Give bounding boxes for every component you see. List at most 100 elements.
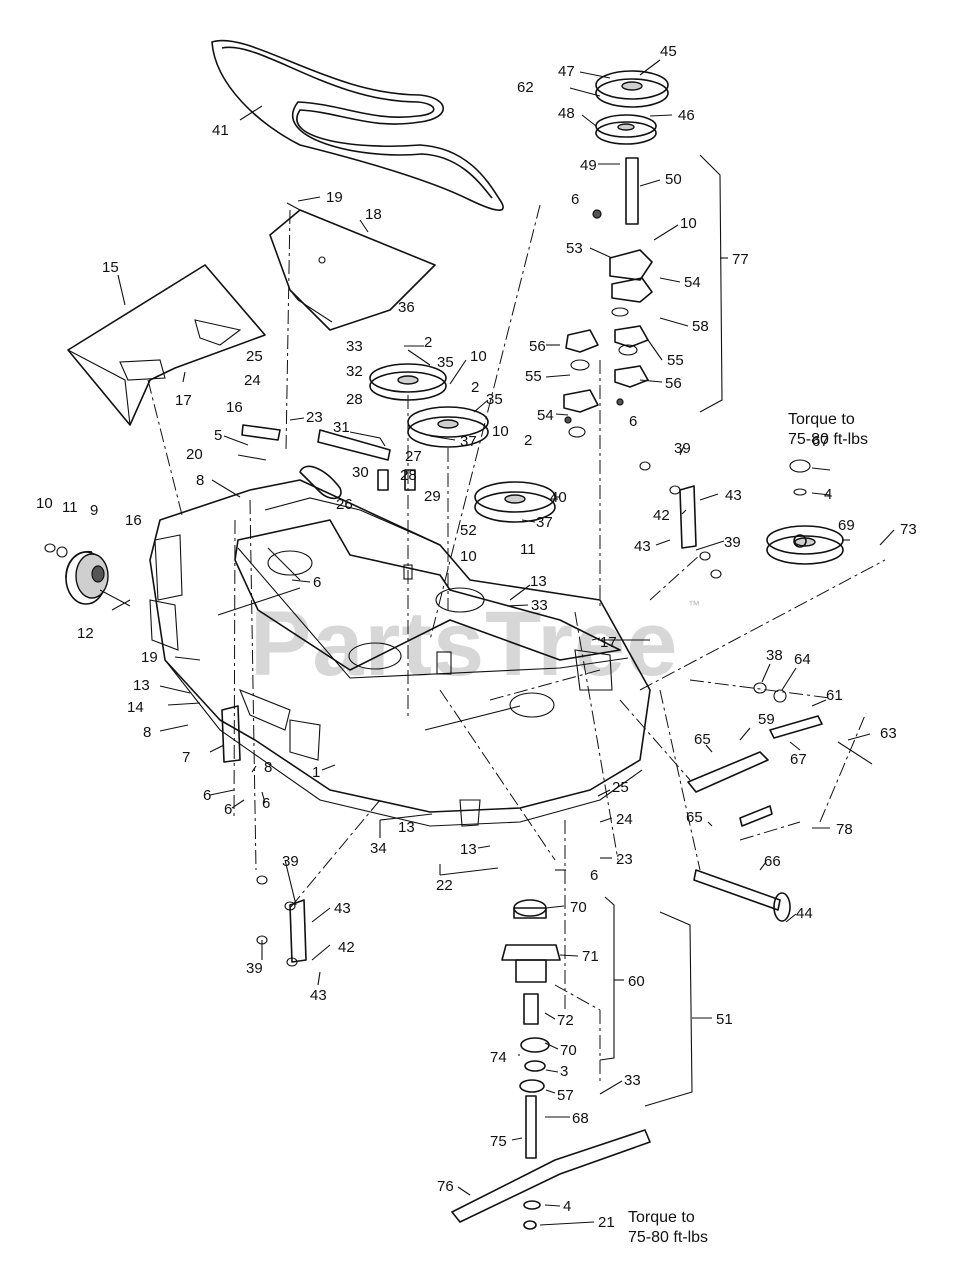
group-brackets xyxy=(599,154,830,1107)
callout: 43 xyxy=(334,900,351,917)
callout: 19 xyxy=(326,189,343,206)
callout: 69 xyxy=(838,517,855,534)
callout: 37 xyxy=(536,514,553,531)
callout: 32 xyxy=(346,363,363,380)
callout: 54 xyxy=(537,407,554,424)
callout: 6 xyxy=(629,413,637,430)
callout: 12 xyxy=(77,625,94,642)
callout: 18 xyxy=(365,206,382,223)
callout: 21 xyxy=(598,1214,615,1231)
callout: 7 xyxy=(182,749,190,766)
callout: 58 xyxy=(692,318,709,335)
brackets xyxy=(221,461,722,967)
callout: 13 xyxy=(460,841,477,858)
callout: 45 xyxy=(660,43,677,60)
callout: 67 xyxy=(812,433,829,450)
callout: 38 xyxy=(766,647,783,664)
callout: 60 xyxy=(628,973,645,990)
mower-deck-housing xyxy=(149,479,651,827)
callout: 2 xyxy=(424,334,432,351)
callout: 43 xyxy=(310,987,327,1004)
callout: 39 xyxy=(246,960,263,977)
callout: 17 xyxy=(600,634,617,651)
torque-note-line: Torque to xyxy=(788,411,855,428)
callout: 28 xyxy=(346,391,363,408)
callout: 55 xyxy=(667,352,684,369)
callout: 13 xyxy=(398,819,415,836)
callout: 13 xyxy=(530,573,547,590)
pulleys xyxy=(369,70,844,565)
callout: 6 xyxy=(313,574,321,591)
callout: 13 xyxy=(133,677,150,694)
callout: 31 xyxy=(333,419,350,436)
callout: 59 xyxy=(758,711,775,728)
callout: 43 xyxy=(725,487,742,504)
callout: 53 xyxy=(566,240,583,257)
torque-note-line: 75-80 ft-lbs xyxy=(628,1229,709,1246)
callout: 4 xyxy=(824,486,832,503)
callout: 30 xyxy=(352,464,369,481)
callout: 33 xyxy=(531,597,548,614)
callout: 24 xyxy=(244,372,261,389)
callout: 51 xyxy=(716,1011,733,1028)
callout: 24 xyxy=(616,811,633,828)
callout: 25 xyxy=(612,779,629,796)
callout: 55 xyxy=(525,368,542,385)
callout: 66 xyxy=(764,853,781,870)
spindle-stack-lower xyxy=(451,899,651,1230)
callout: 49 xyxy=(580,157,597,174)
callout: 63 xyxy=(880,725,897,742)
callout: 11 xyxy=(62,499,78,516)
callout: 41 xyxy=(212,122,229,139)
callout: 76 xyxy=(437,1178,454,1195)
callout: 65 xyxy=(694,731,711,748)
callout: 8 xyxy=(264,759,272,776)
callout: 28 xyxy=(400,467,417,484)
callout: 39 xyxy=(282,853,299,870)
callout-labels: 45 47 62 48 46 49 50 6 10 53 77 54 58 56… xyxy=(36,43,917,1231)
callout: 48 xyxy=(558,105,575,122)
torque-note-line: 75-80 ft-lbs xyxy=(788,431,869,448)
callout: 34 xyxy=(370,840,387,857)
callout: 10 xyxy=(36,495,53,512)
callout: 25 xyxy=(246,348,263,365)
torque-note-lower: Torque to 75-80 ft-lbs xyxy=(628,1208,708,1248)
callout: 33 xyxy=(346,338,363,355)
callout: 16 xyxy=(125,512,142,529)
callout: 77 xyxy=(732,251,749,268)
idler-arm-assembly xyxy=(241,424,416,500)
callout: 22 xyxy=(436,877,453,894)
belt-cover xyxy=(269,196,436,331)
callout: 17 xyxy=(175,392,192,409)
callout: 42 xyxy=(653,507,670,524)
callout: 50 xyxy=(665,171,682,188)
callout: 75 xyxy=(490,1133,507,1150)
callout: 52 xyxy=(460,522,477,539)
callout: 3 xyxy=(560,1063,568,1080)
callout: 8 xyxy=(143,724,151,741)
callout: 62 xyxy=(517,79,534,96)
callout: 1 xyxy=(312,764,320,781)
callout: 65 xyxy=(686,809,703,826)
callout: 40 xyxy=(550,489,567,506)
callout: 16 xyxy=(226,399,243,416)
callout: 11 xyxy=(520,541,536,558)
callout: 26 xyxy=(336,496,353,513)
watermark-trademark: ™ xyxy=(688,598,700,612)
callout: 44 xyxy=(796,905,813,922)
callout: 23 xyxy=(306,409,323,426)
callout: 6 xyxy=(203,787,211,804)
callout: 35 xyxy=(437,354,454,371)
callout: 14 xyxy=(127,699,144,716)
callout: 43 xyxy=(634,538,651,555)
callout: 10 xyxy=(680,215,697,232)
callout: 35 xyxy=(486,391,503,408)
callout: 73 xyxy=(900,521,917,538)
callout: 56 xyxy=(529,338,546,355)
gauge-wheel xyxy=(44,543,131,607)
callout: 39 xyxy=(674,440,691,457)
callout: 23 xyxy=(616,851,633,868)
callout: 78 xyxy=(836,821,853,838)
